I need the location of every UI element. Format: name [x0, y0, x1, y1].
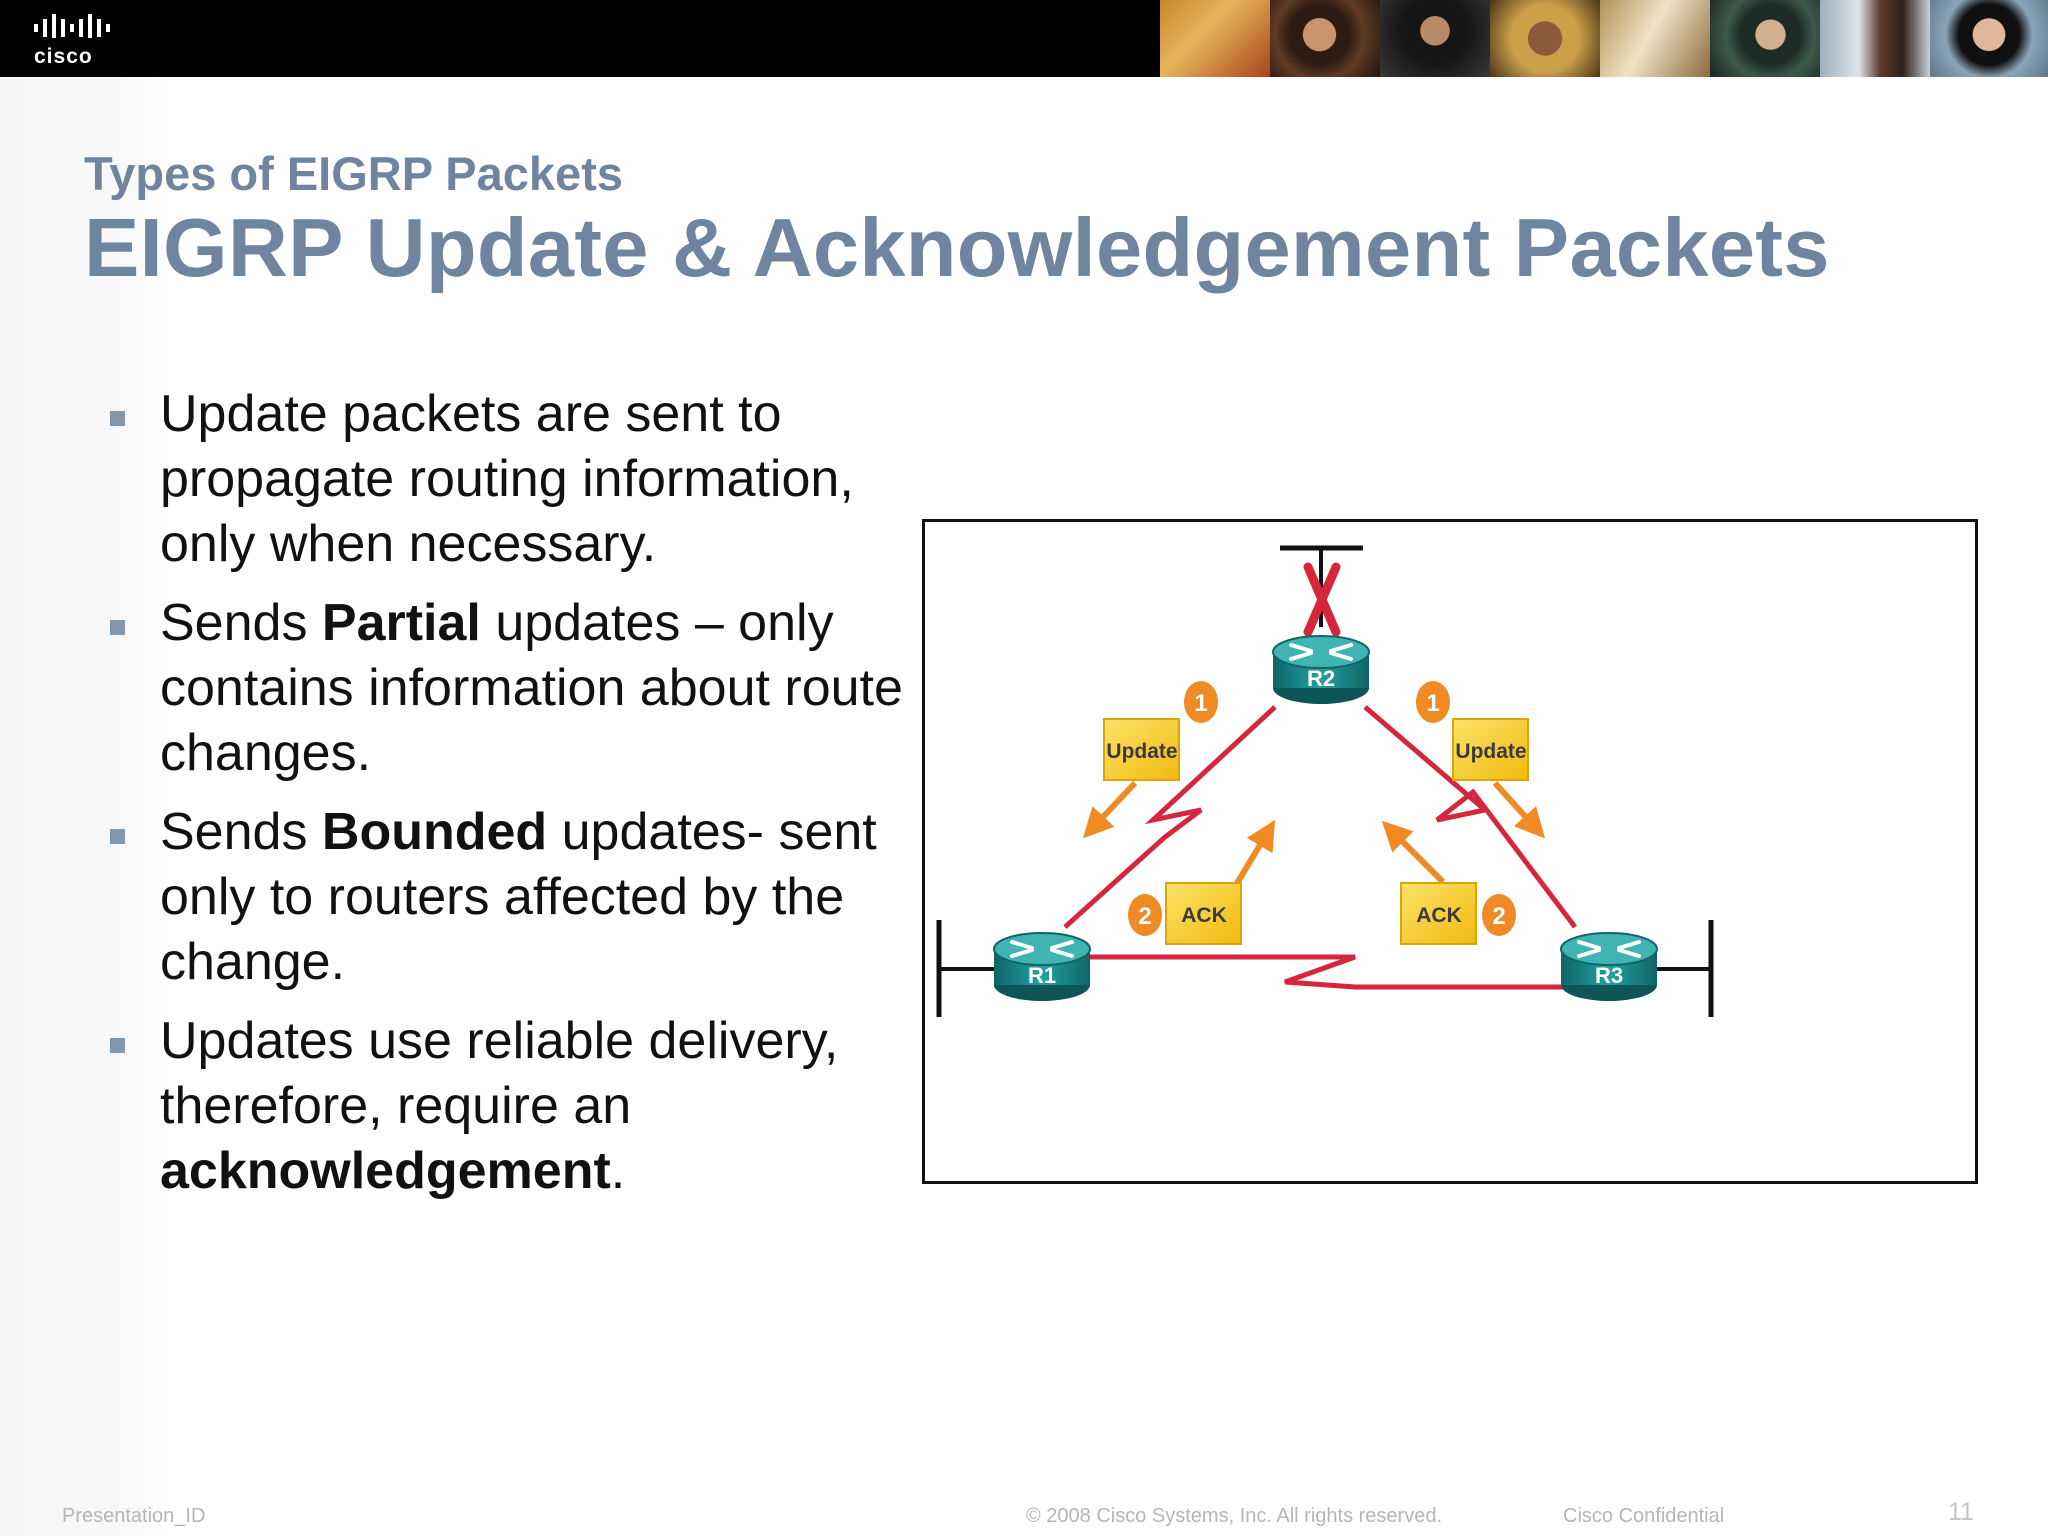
router-r3-label: R3 [1595, 963, 1623, 988]
bullet-square-icon [110, 411, 125, 426]
bullet-square-icon [110, 620, 125, 635]
router-r2-label: R2 [1307, 666, 1335, 691]
bullet-item: Updates use reliable delivery, therefore… [108, 1009, 908, 1204]
packet-ack-left-label: ACK [1181, 904, 1227, 927]
header-photo [1490, 0, 1600, 77]
footer-presentation-id: Presentation_ID [62, 1505, 206, 1527]
bullet-emphasis: acknowledgement [160, 1142, 611, 1200]
bullet-segment: . [610, 1142, 626, 1200]
step-badge-update-left-label: 1 [1194, 690, 1207, 717]
bullet-list: Update packets are sent to propagate rou… [108, 382, 908, 1218]
step-badge-update-left: 1 [1184, 681, 1218, 723]
step-badge-update-right-label: 1 [1426, 690, 1439, 717]
bullet-item: Sends Bounded updates- sent only to rout… [108, 800, 908, 995]
router-arrows-icon [1010, 940, 1074, 958]
bullet-segment: updates – only contains information abou… [160, 594, 903, 782]
header-photo [1710, 0, 1820, 77]
packet-update-left: Update [1103, 718, 1180, 781]
serial-link-r1-r3 [1085, 954, 1575, 990]
update-arrow-right-icon [1492, 780, 1546, 839]
bullet-text: Sends Bounded updates- sent only to rout… [160, 800, 908, 995]
packet-update-left-label: Update [1106, 740, 1177, 763]
packet-ack-right-label: ACK [1416, 904, 1462, 927]
footer-copyright: © 2008 Cisco Systems, Inc. All rights re… [1026, 1505, 1443, 1527]
header-photo-strip [1160, 0, 2048, 77]
bullet-square-icon [110, 829, 125, 844]
bullet-segment: Sends [160, 594, 322, 652]
bullet-item: Sends Partial updates – only contains in… [108, 591, 908, 786]
bullet-square-icon [110, 1038, 125, 1053]
bullet-segment: Update packets are sent to propagate rou… [160, 385, 854, 573]
update-arrow-left-icon [1082, 780, 1138, 839]
footer-confidential: Cisco Confidential [1563, 1505, 1725, 1527]
header-photo [1930, 0, 2048, 77]
bullet-text: Sends Partial updates – only contains in… [160, 591, 908, 786]
header-bar: cisco [0, 0, 2048, 77]
step-badge-ack-right-label: 2 [1492, 903, 1505, 930]
bullet-segment: Sends [160, 803, 322, 861]
router-r2: R2 [1272, 635, 1370, 704]
packet-ack-right: ACK [1400, 882, 1477, 945]
step-badge-ack-right: 2 [1482, 894, 1516, 936]
bullet-emphasis: Bounded [321, 803, 548, 861]
step-badge-ack-left: 2 [1128, 894, 1162, 936]
packet-update-right-label: Update [1455, 740, 1526, 763]
ack-arrow-right-icon [1381, 820, 1446, 885]
step-badge-update-right: 1 [1416, 681, 1450, 723]
step-badge-ack-left-label: 2 [1138, 903, 1151, 930]
router-r1: R1 [993, 932, 1091, 1001]
slide-title: EIGRP Update & Acknowledgement Packets [84, 201, 1830, 294]
bullet-emphasis: Partial [321, 594, 481, 652]
router-arrows-icon [1577, 940, 1641, 958]
cisco-bridge-logo-icon [34, 14, 110, 38]
packet-update-right: Update [1452, 718, 1529, 781]
bullet-segment: updates- sent only to routers affected b… [160, 803, 877, 991]
router-r3: R3 [1560, 932, 1658, 1001]
bullet-item: Update packets are sent to propagate rou… [108, 382, 908, 577]
header-photo [1270, 0, 1380, 77]
header-photo [1160, 0, 1270, 77]
left-shade-panel [0, 77, 165, 1536]
bullet-text: Update packets are sent to propagate rou… [160, 382, 908, 577]
router-arrows-icon [1289, 643, 1353, 661]
header-photo [1820, 0, 1930, 77]
cisco-logo: cisco [30, 12, 120, 68]
cisco-wordmark: cisco [34, 45, 93, 68]
bullet-text: Updates use reliable delivery, therefore… [160, 1009, 908, 1204]
network-diagram-canvas: R2 R1 R3 Update [936, 545, 1714, 1017]
failure-mark-icon [1303, 562, 1341, 637]
slide-subtitle: Types of EIGRP Packets [84, 147, 623, 200]
serial-link-r2-r3 [1363, 705, 1577, 929]
packet-ack-left: ACK [1165, 882, 1242, 945]
header-photo [1380, 0, 1490, 77]
serial-link-r1-r2 [1063, 705, 1277, 929]
header-photo [1600, 0, 1710, 77]
network-diagram: R2 R1 R3 Update [922, 519, 1978, 1184]
footer-page-number: 11 [1948, 1498, 1974, 1526]
router-r1-label: R1 [1028, 963, 1056, 988]
bullet-segment: Updates use reliable delivery, therefore… [160, 1012, 839, 1135]
